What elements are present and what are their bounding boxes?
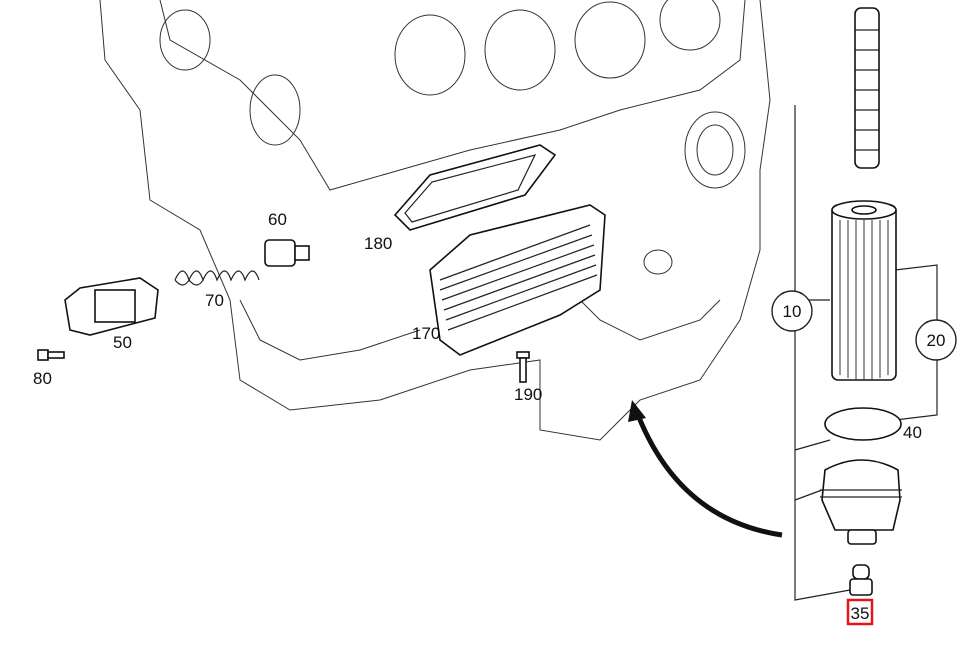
direction-arrow [628,400,783,538]
thermostat-housing-50 [64,277,159,336]
gasket-180 [393,144,557,231]
strainer-tube [854,7,880,169]
o-ring-40 [824,407,902,441]
oil-cooler-170 [429,204,606,356]
engine-block [99,0,771,441]
callout-35[interactable]: 35 [851,604,870,623]
callout-50[interactable]: 50 [113,333,132,352]
bolt-190 [516,351,530,383]
callout-60[interactable]: 60 [268,210,287,229]
callout-circle-20 [915,319,957,361]
callout-190[interactable]: 190 [514,385,542,404]
callout-40[interactable]: 40 [903,423,922,442]
callout-180[interactable]: 180 [364,234,392,253]
oil-filter-element-10 [831,200,897,381]
callout-170[interactable]: 170 [412,324,440,343]
spring-70 [174,270,260,286]
callout-20[interactable]: 20 [927,331,946,350]
callout-circle-10 [771,290,813,332]
callout-10[interactable]: 10 [783,302,802,321]
bolt-80 [37,349,65,361]
drain-plug-35 [849,564,873,596]
valve-60 [264,239,310,267]
callout-80[interactable]: 80 [33,369,52,388]
callout-70[interactable]: 70 [205,291,224,310]
filter-cap [820,459,902,545]
highlight-box-35 [846,598,874,626]
